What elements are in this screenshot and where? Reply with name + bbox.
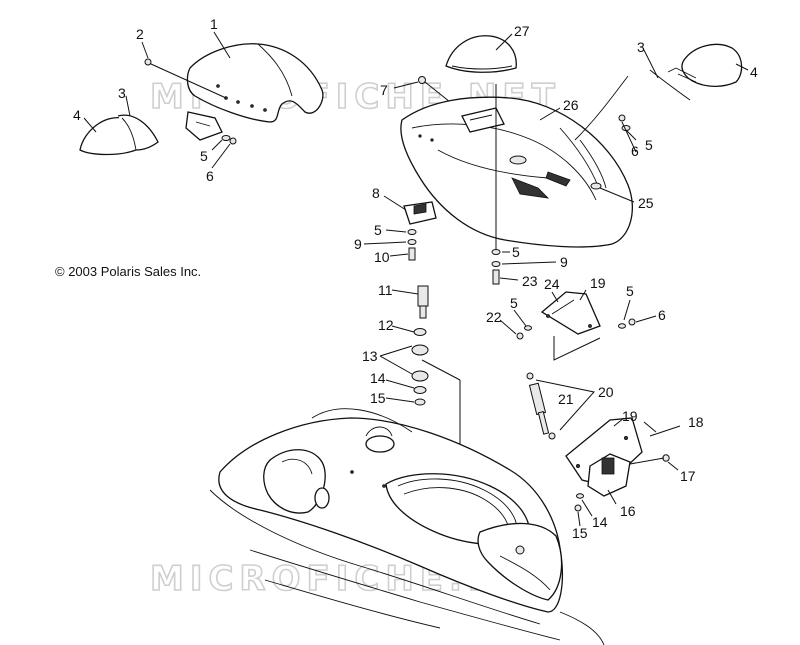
callout-5-mid: 5 bbox=[512, 244, 520, 260]
callout-22: 22 bbox=[486, 309, 502, 325]
callout-8: 8 bbox=[372, 185, 380, 201]
callout-24: 24 bbox=[544, 276, 560, 292]
grommet-13 bbox=[411, 344, 429, 382]
callout-6-bracket: 6 bbox=[658, 307, 666, 323]
washer-14 bbox=[413, 386, 427, 394]
callout-9-mid: 9 bbox=[560, 254, 568, 270]
washer-5-center bbox=[491, 249, 501, 255]
callout-12: 12 bbox=[378, 317, 394, 333]
screw-part-2 bbox=[144, 58, 152, 66]
callout-5-center: 5 bbox=[374, 222, 382, 238]
callout-4-left: 4 bbox=[73, 107, 81, 123]
callout-5-bracket-left: 5 bbox=[510, 295, 518, 311]
callout-3-left: 3 bbox=[118, 85, 126, 101]
nut-15 bbox=[414, 398, 426, 406]
washer-14-lower bbox=[576, 493, 584, 499]
bolt-10 bbox=[408, 247, 416, 261]
plunger-part-11 bbox=[417, 285, 429, 319]
callout-13: 13 bbox=[362, 348, 378, 364]
nut-part-7 bbox=[418, 76, 426, 84]
cap-part-27 bbox=[445, 35, 517, 73]
callout-5-right: 5 bbox=[645, 137, 653, 153]
callout-17: 17 bbox=[680, 468, 696, 484]
pin-part-18 bbox=[649, 425, 681, 437]
callout-19-upper: 19 bbox=[590, 275, 606, 291]
washer-9-center bbox=[491, 261, 501, 267]
right-mirror bbox=[667, 43, 743, 88]
callout-4-right: 4 bbox=[750, 64, 758, 80]
latch-part-8 bbox=[403, 201, 437, 225]
leader-lines bbox=[83, 31, 749, 527]
nut-22 bbox=[516, 332, 524, 340]
callout-20: 20 bbox=[598, 384, 614, 400]
hull-deck bbox=[209, 408, 605, 645]
callout-16: 16 bbox=[620, 503, 636, 519]
callout-15: 15 bbox=[370, 390, 386, 406]
callout-6-left: 6 bbox=[206, 168, 214, 184]
hinge-part-16 bbox=[587, 453, 631, 497]
screw-6-right bbox=[628, 318, 636, 326]
callout-19-lower: 19 bbox=[622, 408, 638, 424]
nut-15-lower bbox=[574, 504, 582, 512]
callout-26: 26 bbox=[563, 97, 579, 113]
callout-15-lower: 15 bbox=[572, 525, 588, 541]
callout-2: 2 bbox=[136, 26, 144, 42]
washer-9 bbox=[407, 239, 417, 245]
left-washer-screw bbox=[221, 135, 237, 145]
callout-5-left: 5 bbox=[200, 148, 208, 164]
callout-14-lower: 14 bbox=[592, 514, 608, 530]
hood-part-26 bbox=[400, 96, 633, 248]
windshield-bracket bbox=[185, 111, 223, 141]
callout-labels: 1 2 3 4 5 6 27 7 26 3 4 5 6 8 25 5 9 10 … bbox=[73, 16, 758, 541]
callout-9-center: 9 bbox=[354, 236, 362, 252]
callout-11: 11 bbox=[378, 282, 393, 298]
callout-14: 14 bbox=[370, 370, 386, 386]
windshield-part bbox=[186, 43, 324, 123]
callout-18: 18 bbox=[688, 414, 704, 430]
callout-23: 23 bbox=[522, 273, 538, 289]
strut-part-21 bbox=[526, 372, 556, 440]
washer-5-right bbox=[618, 323, 626, 329]
callout-1: 1 bbox=[210, 16, 218, 32]
callout-6-right: 6 bbox=[631, 143, 639, 159]
callout-10: 10 bbox=[374, 249, 390, 265]
callout-21: 21 bbox=[558, 391, 574, 407]
callout-5-bracket-right: 5 bbox=[626, 283, 634, 299]
copyright-notice: © 2003 Polaris Sales Inc. bbox=[55, 264, 201, 279]
callout-3-right: 3 bbox=[637, 39, 645, 55]
callout-7: 7 bbox=[380, 82, 388, 98]
bracket-part-19-24 bbox=[540, 291, 601, 335]
washer-5 bbox=[407, 229, 417, 235]
right-gasket bbox=[649, 69, 691, 101]
callout-27: 27 bbox=[514, 23, 530, 39]
washer-5-left bbox=[524, 325, 532, 331]
left-mirror bbox=[79, 114, 159, 156]
bolt-23 bbox=[492, 269, 500, 285]
callout-25: 25 bbox=[638, 195, 654, 211]
washer-12 bbox=[413, 328, 427, 336]
